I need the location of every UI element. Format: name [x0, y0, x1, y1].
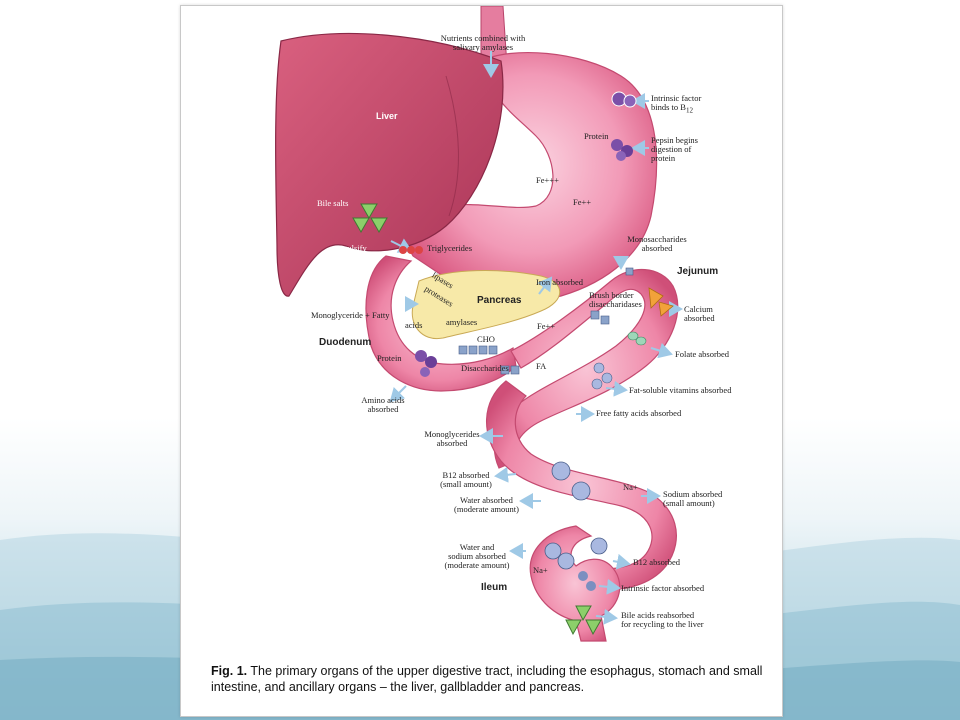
label-sodium: Sodium absorbed (small amount) — [663, 489, 723, 508]
label-intrinsic-factor: Intrinsic factor binds to B12 — [651, 93, 702, 115]
label-disaccharides: Disaccharides — [461, 363, 509, 373]
digestive-tract-illustration — [275, 6, 683, 642]
label-water-moderate: Water absorbed (moderate amount) — [454, 495, 519, 514]
label-monoglycerides-absorbed: Monoglycerides absorbed — [424, 429, 480, 448]
figure-caption: Fig. 1. The primary organs of the upper … — [211, 664, 771, 695]
label-b12-small: B12 absorbed (small amount) — [440, 470, 492, 489]
label-nutrients: Nutrients combined with salivary amylase… — [440, 33, 526, 52]
label-cho: CHO — [477, 334, 495, 344]
organ-label-ileum: Ileum — [481, 582, 508, 593]
label-fe3: Fe+++ — [536, 175, 559, 185]
label-na: Na+ — [623, 482, 638, 492]
organ-label-pancreas: Pancreas — [477, 295, 522, 306]
label-emulsify: emulsify — [337, 243, 367, 253]
pancreas — [411, 270, 561, 340]
organ-label-jejunum: Jejunum — [677, 266, 719, 277]
label-acids: acids — [405, 320, 423, 330]
label-folate: Folate absorbed — [675, 349, 730, 359]
label-iron-absorbed: Iron absorbed — [536, 277, 583, 287]
liver — [275, 32, 504, 297]
label-b12-absorbed: B12 absorbed — [633, 557, 680, 567]
label-intrinsic-absorbed: Intrinsic factor absorbed — [621, 583, 705, 593]
molecules — [352, 91, 674, 636]
organ-label-duodenum: Duodenum — [319, 337, 372, 348]
figure-frame: Liver Pancreas Duodenum Jejunum Ileum Nu… — [180, 5, 783, 717]
label-protein-duodenum: Protein — [377, 353, 402, 363]
label-monoglyceride: Monoglyceride + Fatty — [311, 310, 390, 320]
label-fa: FA — [536, 361, 547, 371]
label-na-lower: Na+ — [533, 565, 548, 575]
label-triglycerides: Triglycerides — [427, 243, 473, 253]
label-amylases: amylases — [446, 317, 478, 327]
label-amino-acids: Amino acids absorbed — [361, 395, 405, 414]
label-bile-salts: Bile salts — [317, 198, 349, 208]
label-protein-stomach: Protein — [584, 131, 609, 141]
protein-molecule — [611, 139, 623, 151]
label-monosaccharides: Monosaccharides absorbed — [627, 234, 687, 253]
figure-number: Fig. 1. — [211, 664, 248, 678]
bile-salt-triangle — [360, 203, 378, 220]
label-brush-border: Brush border disaccharidases — [589, 290, 642, 309]
caption-text: The primary organs of the upper digestiv… — [211, 664, 763, 694]
label-fat-soluble: Fat-soluble vitamins absorbed — [629, 385, 732, 395]
label-free-fatty: Free fatty acids absorbed — [596, 408, 682, 418]
organ-label-liver: Liver — [376, 111, 398, 121]
label-fe2: Fe++ — [573, 197, 592, 207]
label-calcium: Calcium absorbed — [684, 304, 715, 323]
label-pepsin: Pepsin begins digestion of protein — [651, 135, 698, 163]
label-bile-acids: Bile acids reabsorbed for recycling to t… — [621, 610, 704, 629]
label-water-sodium: Water and sodium absorbed (moderate amou… — [444, 542, 510, 570]
calcium-molecule — [648, 287, 664, 309]
label-fe2-lower: Fe++ — [537, 321, 556, 331]
